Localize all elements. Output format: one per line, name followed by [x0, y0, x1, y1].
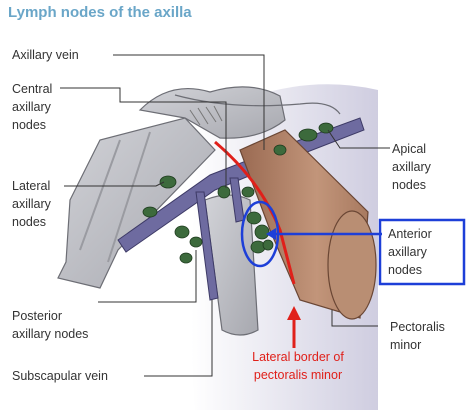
bone-ridge	[79, 131, 151, 263]
label-lateral-nodes: Lateral axillary nodes	[12, 179, 51, 229]
humerus	[57, 117, 216, 289]
label-axillary-vein: Axillary vein	[12, 48, 79, 62]
diagram-title: Lymph nodes of the axilla	[8, 4, 192, 21]
subscapular-vein	[195, 191, 219, 301]
red-arrow-head	[287, 306, 301, 320]
clavicle	[174, 94, 341, 115]
muscle-end	[327, 210, 377, 320]
anterior-pointer-head	[266, 228, 276, 240]
anterior-label-box	[378, 218, 466, 286]
leader-lines	[60, 54, 390, 377]
ligament-striations	[189, 105, 223, 126]
label-posterior-nodes: Posterior axillary nodes	[12, 309, 89, 341]
label-pectoralis-minor: Pectoralis minor	[390, 320, 445, 352]
label-apical-nodes: Apical axillary nodes	[392, 142, 431, 192]
label-anterior-nodes: Anterior axillary nodes	[388, 227, 432, 277]
label-central-nodes: Central axillary nodes	[12, 82, 53, 132]
label-subscapular-vein: Subscapular vein	[12, 369, 108, 383]
label-lateral-border: Lateral border of pectoralis minor	[252, 350, 344, 382]
shoulder-joint	[138, 86, 286, 139]
lymph-nodes	[142, 122, 334, 264]
